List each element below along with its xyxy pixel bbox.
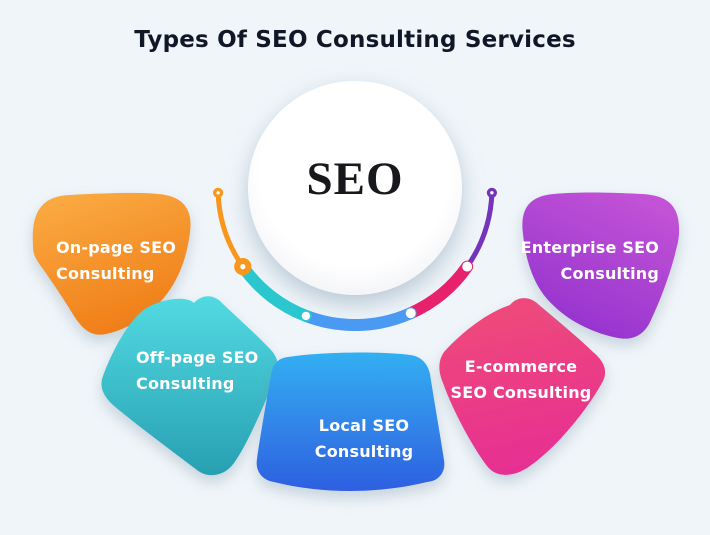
on-page-arc-end-dot	[213, 187, 224, 198]
local-e-commerce-node-dot	[405, 308, 416, 319]
enterprise-label-line1: Enterprise SEO	[520, 238, 659, 257]
local-label-line1: Local SEO	[318, 416, 410, 435]
e-commerce-blob	[439, 298, 606, 475]
on-page-label-line2: Consulting	[56, 264, 155, 283]
enterprise-label: Enterprise SEO Consulting	[495, 235, 659, 287]
e-commerce-label: E-commerce SEO Consulting	[428, 354, 614, 406]
local-label: Local SEO Consulting	[282, 413, 446, 465]
local-blob	[256, 352, 445, 491]
on-page-label: On-page SEO Consulting	[56, 235, 176, 287]
e-commerce-node-dot	[462, 261, 473, 272]
enterprise-label-line2: Consulting	[560, 264, 659, 283]
off-page-label-line1: Off-page SEO	[136, 348, 259, 367]
local-label-line2: Consulting	[314, 442, 414, 461]
on-page-blob	[32, 192, 191, 335]
off-page-local-node-dot	[301, 311, 311, 321]
enterprise-arc-segment	[464, 190, 495, 270]
off-page-label-line2: Consulting	[136, 374, 235, 393]
seo-center-circle	[248, 81, 462, 295]
local-arc-segment	[299, 307, 417, 331]
on-page-label-line1: On-page SEO	[56, 238, 177, 257]
e-commerce-arc-segment	[404, 260, 474, 320]
off-page-blob	[101, 296, 278, 476]
on-page-arc-segment	[215, 190, 246, 270]
e-commerce-label-line2: SEO Consulting	[450, 383, 592, 402]
on-page-node-ring	[234, 258, 252, 276]
page-title: Types Of SEO Consulting Services	[134, 27, 576, 53]
enterprise-blob	[522, 192, 680, 339]
enterprise-arc-end-dot	[486, 187, 498, 198]
e-commerce-label-line1: E-commerce	[464, 357, 578, 376]
seo-center-label: SEO	[306, 153, 404, 205]
off-page-label: Off-page SEO Consulting	[136, 345, 258, 397]
